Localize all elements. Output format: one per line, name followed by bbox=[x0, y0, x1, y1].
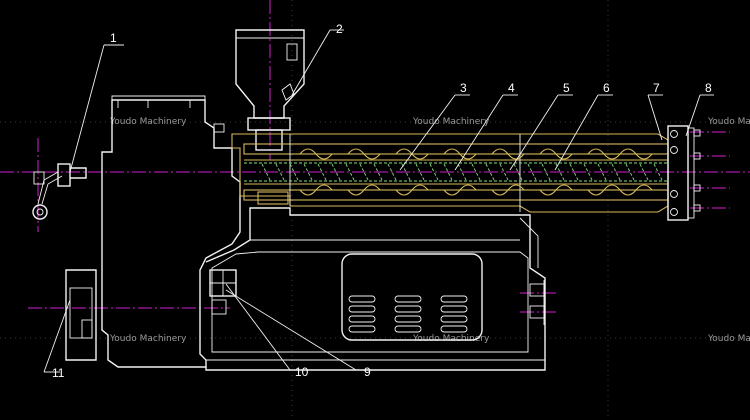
callout-1: 1 bbox=[110, 31, 117, 45]
gear-unit bbox=[65, 269, 97, 361]
head-flange bbox=[667, 125, 701, 221]
handwheel bbox=[32, 163, 87, 220]
coupling bbox=[209, 269, 237, 315]
watermark-bottom-right: Youdo Machinery bbox=[707, 334, 750, 344]
callout-2: 2 bbox=[336, 22, 343, 36]
callout-3: 3 bbox=[460, 81, 467, 95]
vent-panel bbox=[341, 253, 483, 341]
watermark-bottom-left: Youdo Machinery bbox=[109, 334, 187, 344]
side-bolts bbox=[529, 280, 545, 325]
machine-frame bbox=[101, 95, 546, 371]
watermark-bottom-center: Youdo Machinery bbox=[412, 334, 490, 344]
center-lines bbox=[0, 0, 750, 313]
callout-11: 11 bbox=[52, 366, 65, 380]
callout-6: 6 bbox=[603, 81, 610, 95]
callout-7: 7 bbox=[653, 81, 660, 95]
callout-9: 9 bbox=[364, 365, 371, 379]
watermark-top-left: Youdo Machinery bbox=[109, 117, 187, 127]
watermarks: Youdo Machinery Youdo Machinery Youdo Ma… bbox=[109, 117, 750, 344]
watermark-top-right: Youdo Machinery bbox=[707, 117, 750, 127]
callout-4: 4 bbox=[508, 81, 515, 95]
callout-8: 8 bbox=[705, 81, 712, 95]
hopper bbox=[213, 29, 305, 151]
callout-labels: 1 2 3 4 5 6 7 8 9 10 11 bbox=[52, 22, 712, 380]
callout-5: 5 bbox=[563, 81, 570, 95]
callout-leaders bbox=[43, 29, 714, 373]
barrel bbox=[231, 133, 669, 213]
watermark-top-center: Youdo Machinery bbox=[412, 117, 490, 127]
callout-10: 10 bbox=[295, 365, 309, 379]
